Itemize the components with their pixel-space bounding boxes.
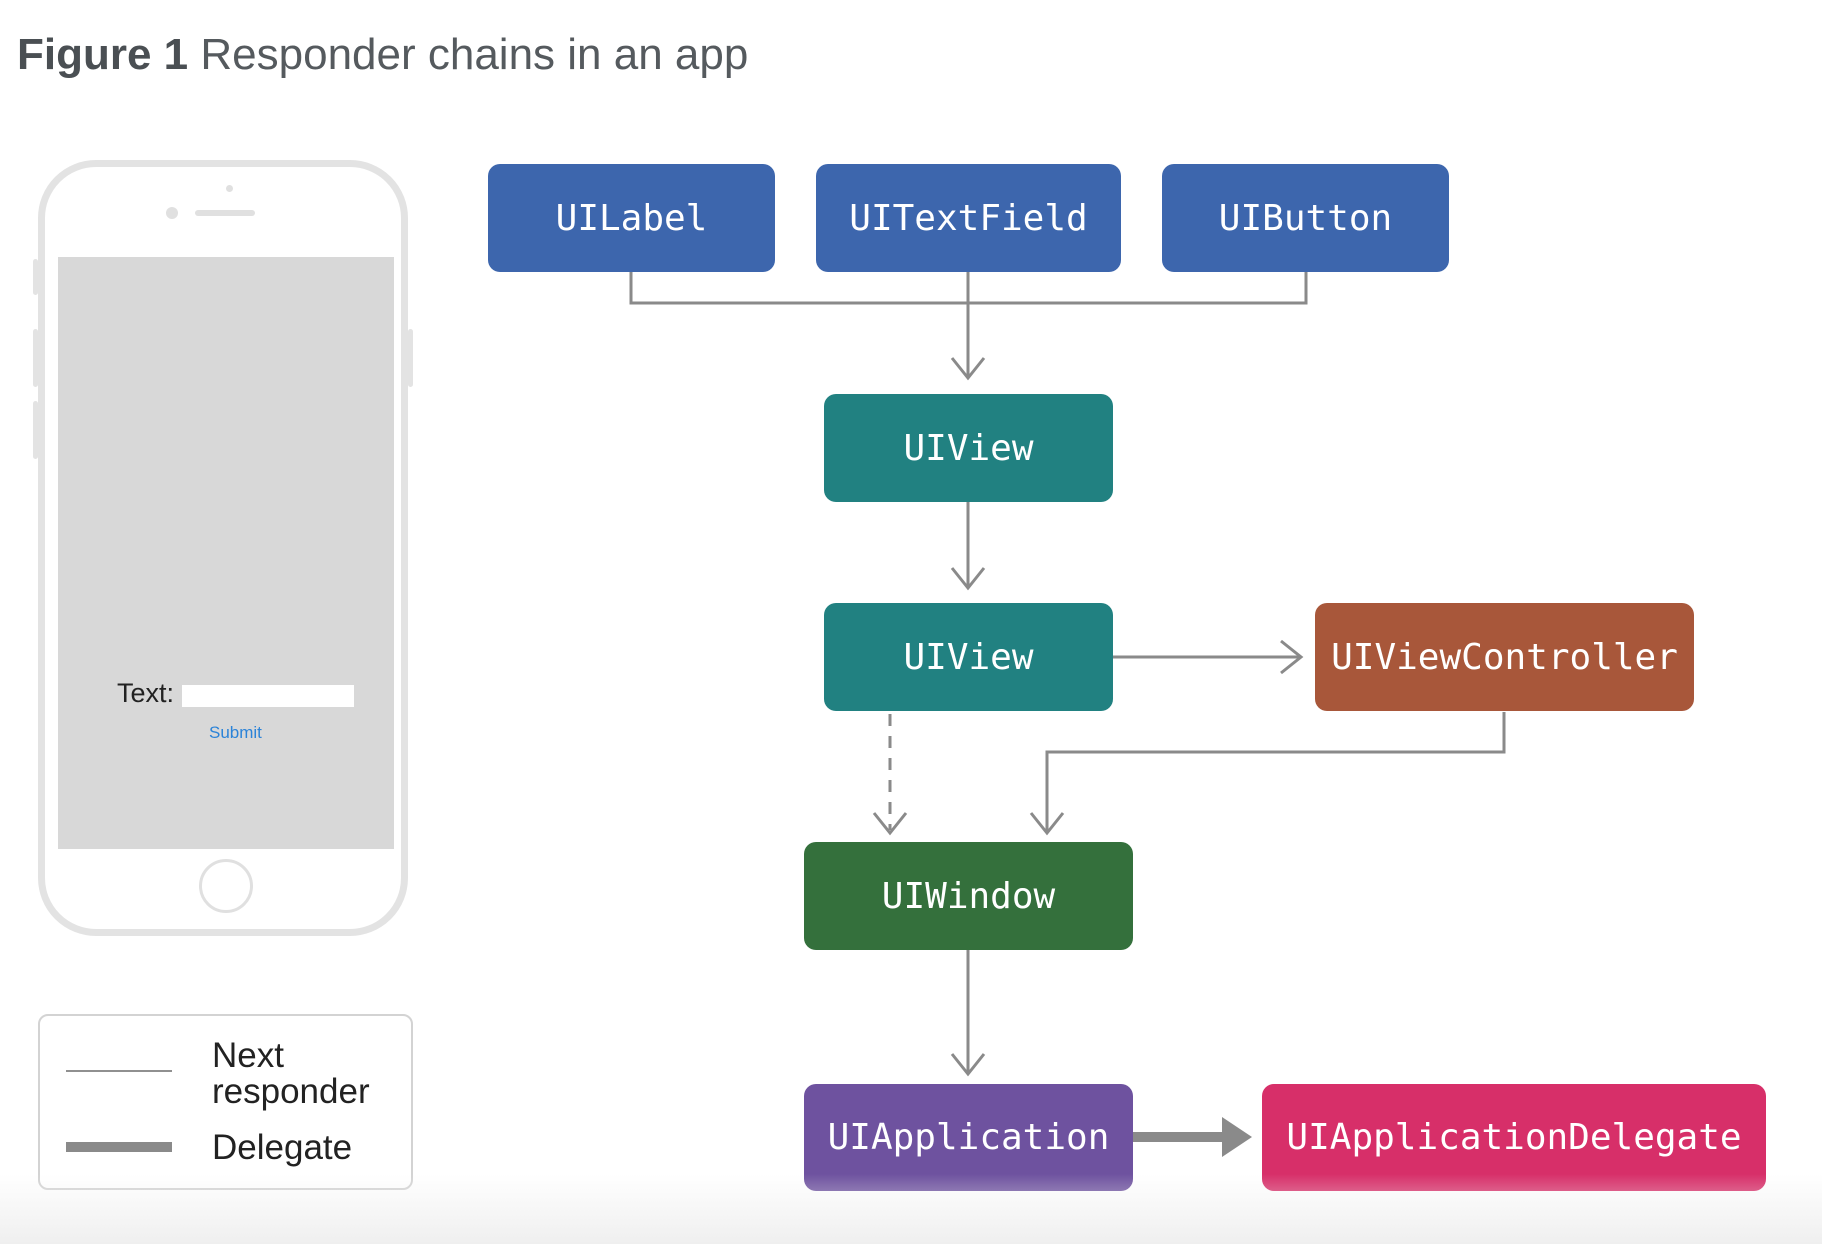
edge-uiviewcontroller-to-uiwindow	[1045, 712, 1506, 833]
node-uiview-2: UIView	[824, 603, 1113, 711]
legend-next-responder-label: Next responder	[212, 1036, 370, 1111]
phone-volume-up-button	[33, 329, 38, 387]
phone-side-button	[33, 259, 38, 295]
node-uilabel: UILabel	[488, 164, 775, 272]
arrowhead-uiwindow-right	[1029, 812, 1065, 836]
phone-home-button	[199, 859, 253, 913]
legend: Next responder Delegate	[38, 1014, 413, 1190]
arrowhead-uiwindow-left	[872, 812, 908, 836]
phone-speaker	[195, 210, 255, 216]
arrowhead-uiview-1	[950, 357, 986, 381]
bottom-fade	[0, 1174, 1822, 1244]
arrowhead-uiview-2	[950, 567, 986, 591]
phone-screen: Text: Submit	[58, 257, 394, 849]
legend-delegate-label: Delegate	[212, 1128, 353, 1167]
node-uiapplication: UIApplication	[804, 1084, 1133, 1191]
iphone-illustration: Text: Submit	[33, 160, 413, 936]
arrowhead-uiapplicationdelegate	[1222, 1117, 1252, 1157]
node-uiapplicationdelegate: UIApplicationDelegate	[1262, 1084, 1766, 1191]
phone-text-field[interactable]	[182, 685, 354, 707]
arrowhead-uiapplication	[950, 1053, 986, 1077]
node-uiview-1: UIView	[824, 394, 1113, 502]
phone-camera	[166, 207, 178, 219]
legend-next-responder-line	[66, 1070, 172, 1072]
node-uiviewcontroller: UIViewController	[1315, 603, 1694, 711]
arrowhead-uiviewcontroller	[1280, 639, 1304, 675]
phone-sensor	[226, 185, 233, 192]
node-uitextfield: UITextField	[816, 164, 1121, 272]
phone-volume-down-button	[33, 401, 38, 459]
phone-power-button	[408, 329, 413, 387]
legend-delegate-line	[66, 1142, 172, 1152]
phone-text-label: Text:	[117, 678, 175, 708]
node-uibutton: UIButton	[1162, 164, 1449, 272]
figure-title: Figure 1 Responder chains in an app	[17, 30, 748, 80]
node-uiwindow: UIWindow	[804, 842, 1133, 950]
figure-caption: Responder chains in an app	[200, 30, 749, 79]
phone-submit-button[interactable]: Submit	[209, 723, 262, 742]
figure-number: Figure 1	[17, 30, 189, 79]
